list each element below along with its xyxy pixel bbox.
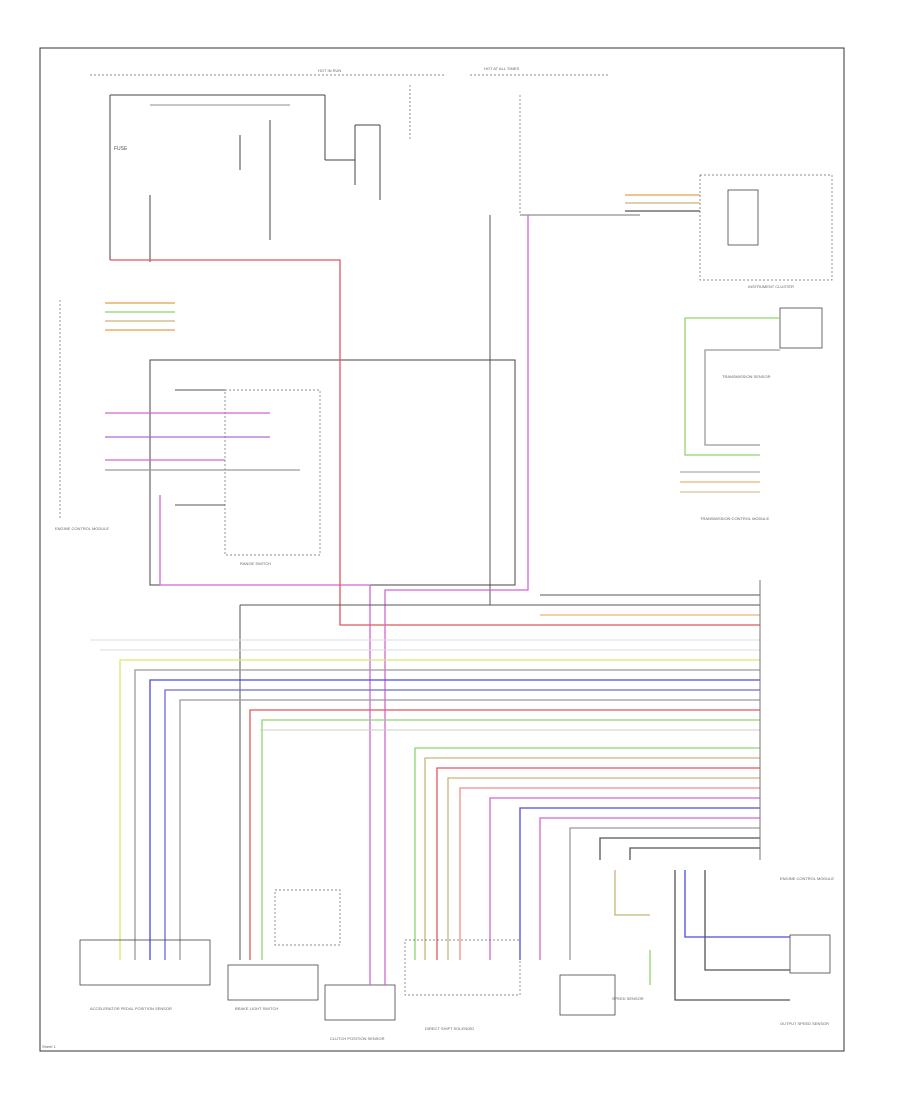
top-right-fuse: [489, 95, 640, 605]
speed-sensor-label: SPEED SENSOR: [612, 996, 644, 1001]
output-sensor-blue-wire: [684, 870, 790, 938]
lower-harness: [414, 747, 760, 960]
left-pink-wire: [159, 495, 371, 960]
sensor-green-wire: [684, 317, 780, 456]
module-connector-group: [680, 471, 760, 493]
transmission-sensor-label: TRANSMISSION SENSOR: [722, 374, 771, 379]
engine-module-label: ENGINE CONTROL MODULE: [780, 876, 834, 881]
direct-shift-box: [404, 939, 521, 996]
speed-sensor-tan-wire: [614, 870, 650, 916]
direct-shift-label: DIRECT SHIFT SOLENOID: [425, 1026, 474, 1031]
output-speed-sensor-label: OUTPUT SPEED SENSOR: [780, 1021, 829, 1026]
transmission-unit-box: [559, 974, 616, 1016]
accelerator-sensor-label: ACCELERATOR PEDAL POSITION SENSOR: [90, 1006, 172, 1011]
output-sensor-gray-wire: [704, 870, 790, 971]
top-red-wire: [110, 259, 760, 626]
sensor-gray-wire: [704, 349, 780, 446]
output-sensor-dark-wire: [674, 870, 790, 1001]
instrument-cluster-unit: [727, 189, 759, 246]
sheet-label: Sheet 1: [42, 1044, 57, 1049]
hot-at-all-times-label: HOT AT ALL TIMES: [484, 66, 519, 71]
brake-switch-sub: [274, 889, 341, 946]
instrument-cluster-label: INSTRUMENT CLUSTER: [748, 284, 794, 289]
hot-in-run-label: HOT IN RUN: [318, 68, 341, 73]
range-switch-wires: [105, 389, 300, 506]
accelerator-sensor-box: [79, 939, 211, 986]
clutch-sensor-box: [324, 984, 396, 1021]
transmission-sensor-box: [779, 307, 823, 349]
brake-switch-box: [227, 964, 319, 1001]
output-speed-sensor-box: [789, 934, 831, 974]
left-module-label: ENGINE CONTROL MODULE: [55, 526, 109, 531]
left-connector-legend: [105, 302, 175, 331]
clutch-sensor-label: CLUTCH POSITION SENSOR: [330, 1036, 385, 1041]
brake-switch-label: BRAKE LIGHT SWITCH: [235, 1006, 278, 1011]
main-harness-bus: [90, 594, 760, 960]
range-switch-box: [224, 389, 321, 556]
sheet-border: [39, 47, 845, 1052]
central-harness-box: [149, 359, 516, 586]
range-switch-label: RANGE SWITCH: [240, 561, 271, 566]
top-magenta-wire: [384, 215, 529, 960]
cluster-connector-wires: [625, 194, 700, 212]
fuse-label: FUSE: [114, 146, 128, 152]
instrument-cluster-box: [699, 174, 833, 281]
transmission-module-label: TRANSMISSION CONTROL MODULE: [700, 516, 770, 521]
top-left-relay: [109, 85, 411, 262]
